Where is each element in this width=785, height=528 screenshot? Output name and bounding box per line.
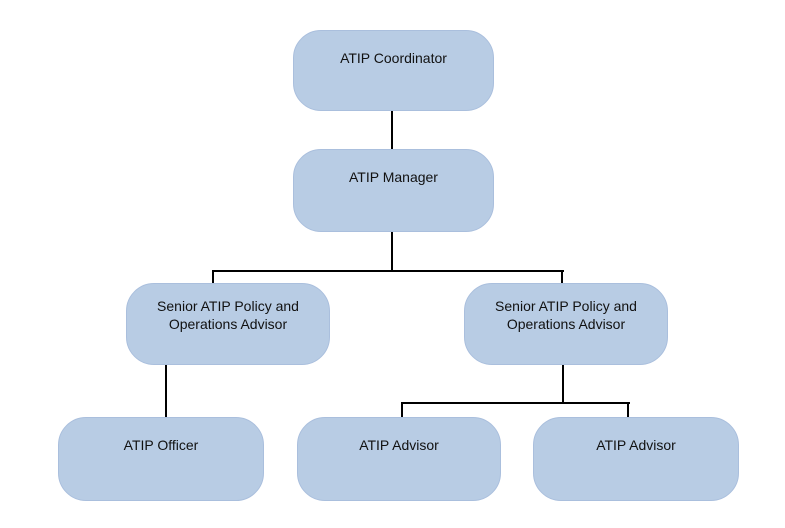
node-atip-manager: ATIP Manager [293, 149, 494, 232]
node-atip-officer: ATIP Officer [58, 417, 264, 501]
node-label: ATIP Coordinator [340, 50, 447, 66]
node-label: ATIP Advisor [359, 437, 439, 453]
node-label: ATIP Manager [349, 169, 438, 185]
node-label: ATIP Advisor [596, 437, 676, 453]
connector-manager-stub [391, 232, 393, 272]
connector-senior-right-stub [562, 365, 564, 404]
node-label: Senior ATIP Policy and Operations Adviso… [157, 298, 299, 332]
connector-drop-advisor-2 [627, 402, 629, 417]
connector-manager-branch [212, 270, 564, 272]
node-senior-advisor-right: Senior ATIP Policy and Operations Adviso… [464, 283, 668, 365]
node-atip-advisor-2: ATIP Advisor [533, 417, 739, 501]
connector-senior-right-branch [401, 402, 630, 404]
connector-senior-left-officer [165, 365, 167, 417]
node-label: ATIP Officer [123, 437, 199, 453]
connector-coordinator-manager [391, 111, 393, 149]
node-label: Senior ATIP Policy and Operations Adviso… [495, 298, 637, 332]
connector-drop-senior-right [561, 270, 563, 283]
node-atip-advisor-1: ATIP Advisor [297, 417, 501, 501]
node-senior-advisor-left: Senior ATIP Policy and Operations Adviso… [126, 283, 330, 365]
node-atip-coordinator: ATIP Coordinator [293, 30, 494, 111]
connector-drop-senior-left [212, 270, 214, 283]
connector-drop-advisor-1 [401, 402, 403, 417]
